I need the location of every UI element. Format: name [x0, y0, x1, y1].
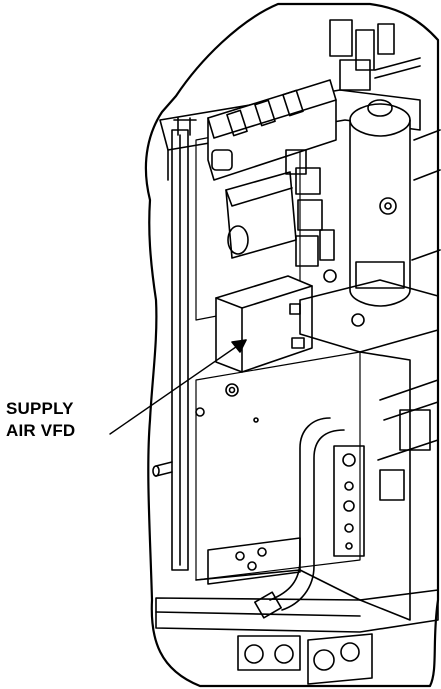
- vertical-rail: [171, 117, 197, 571]
- control-module: [207, 79, 337, 181]
- base-rail: [155, 589, 439, 633]
- deck-hole: [323, 269, 337, 283]
- lower-cabinet: [195, 351, 411, 621]
- base-knockouts: [237, 633, 373, 685]
- deck-hole: [351, 313, 365, 327]
- supply-air-vfd-box: [215, 275, 313, 373]
- refrigerant-pipe: [254, 417, 345, 619]
- mid-deck: [299, 279, 439, 353]
- drain-pan: [207, 537, 301, 585]
- supply-air-vfd-label: SUPPLY AIR VFD: [6, 398, 146, 442]
- compressor: [349, 99, 441, 307]
- top-components: [329, 19, 421, 91]
- callout-arrowhead: [231, 339, 247, 353]
- cutaway-outline: [144, 2, 440, 688]
- callout-leader: [109, 339, 247, 435]
- callout-line-1: SUPPLY: [6, 399, 74, 418]
- callout-line-2: AIR VFD: [6, 421, 76, 440]
- service-panel: [333, 445, 365, 557]
- contactor-cluster: [225, 149, 335, 267]
- side-rod: [152, 461, 173, 477]
- right-fittings: [377, 379, 439, 501]
